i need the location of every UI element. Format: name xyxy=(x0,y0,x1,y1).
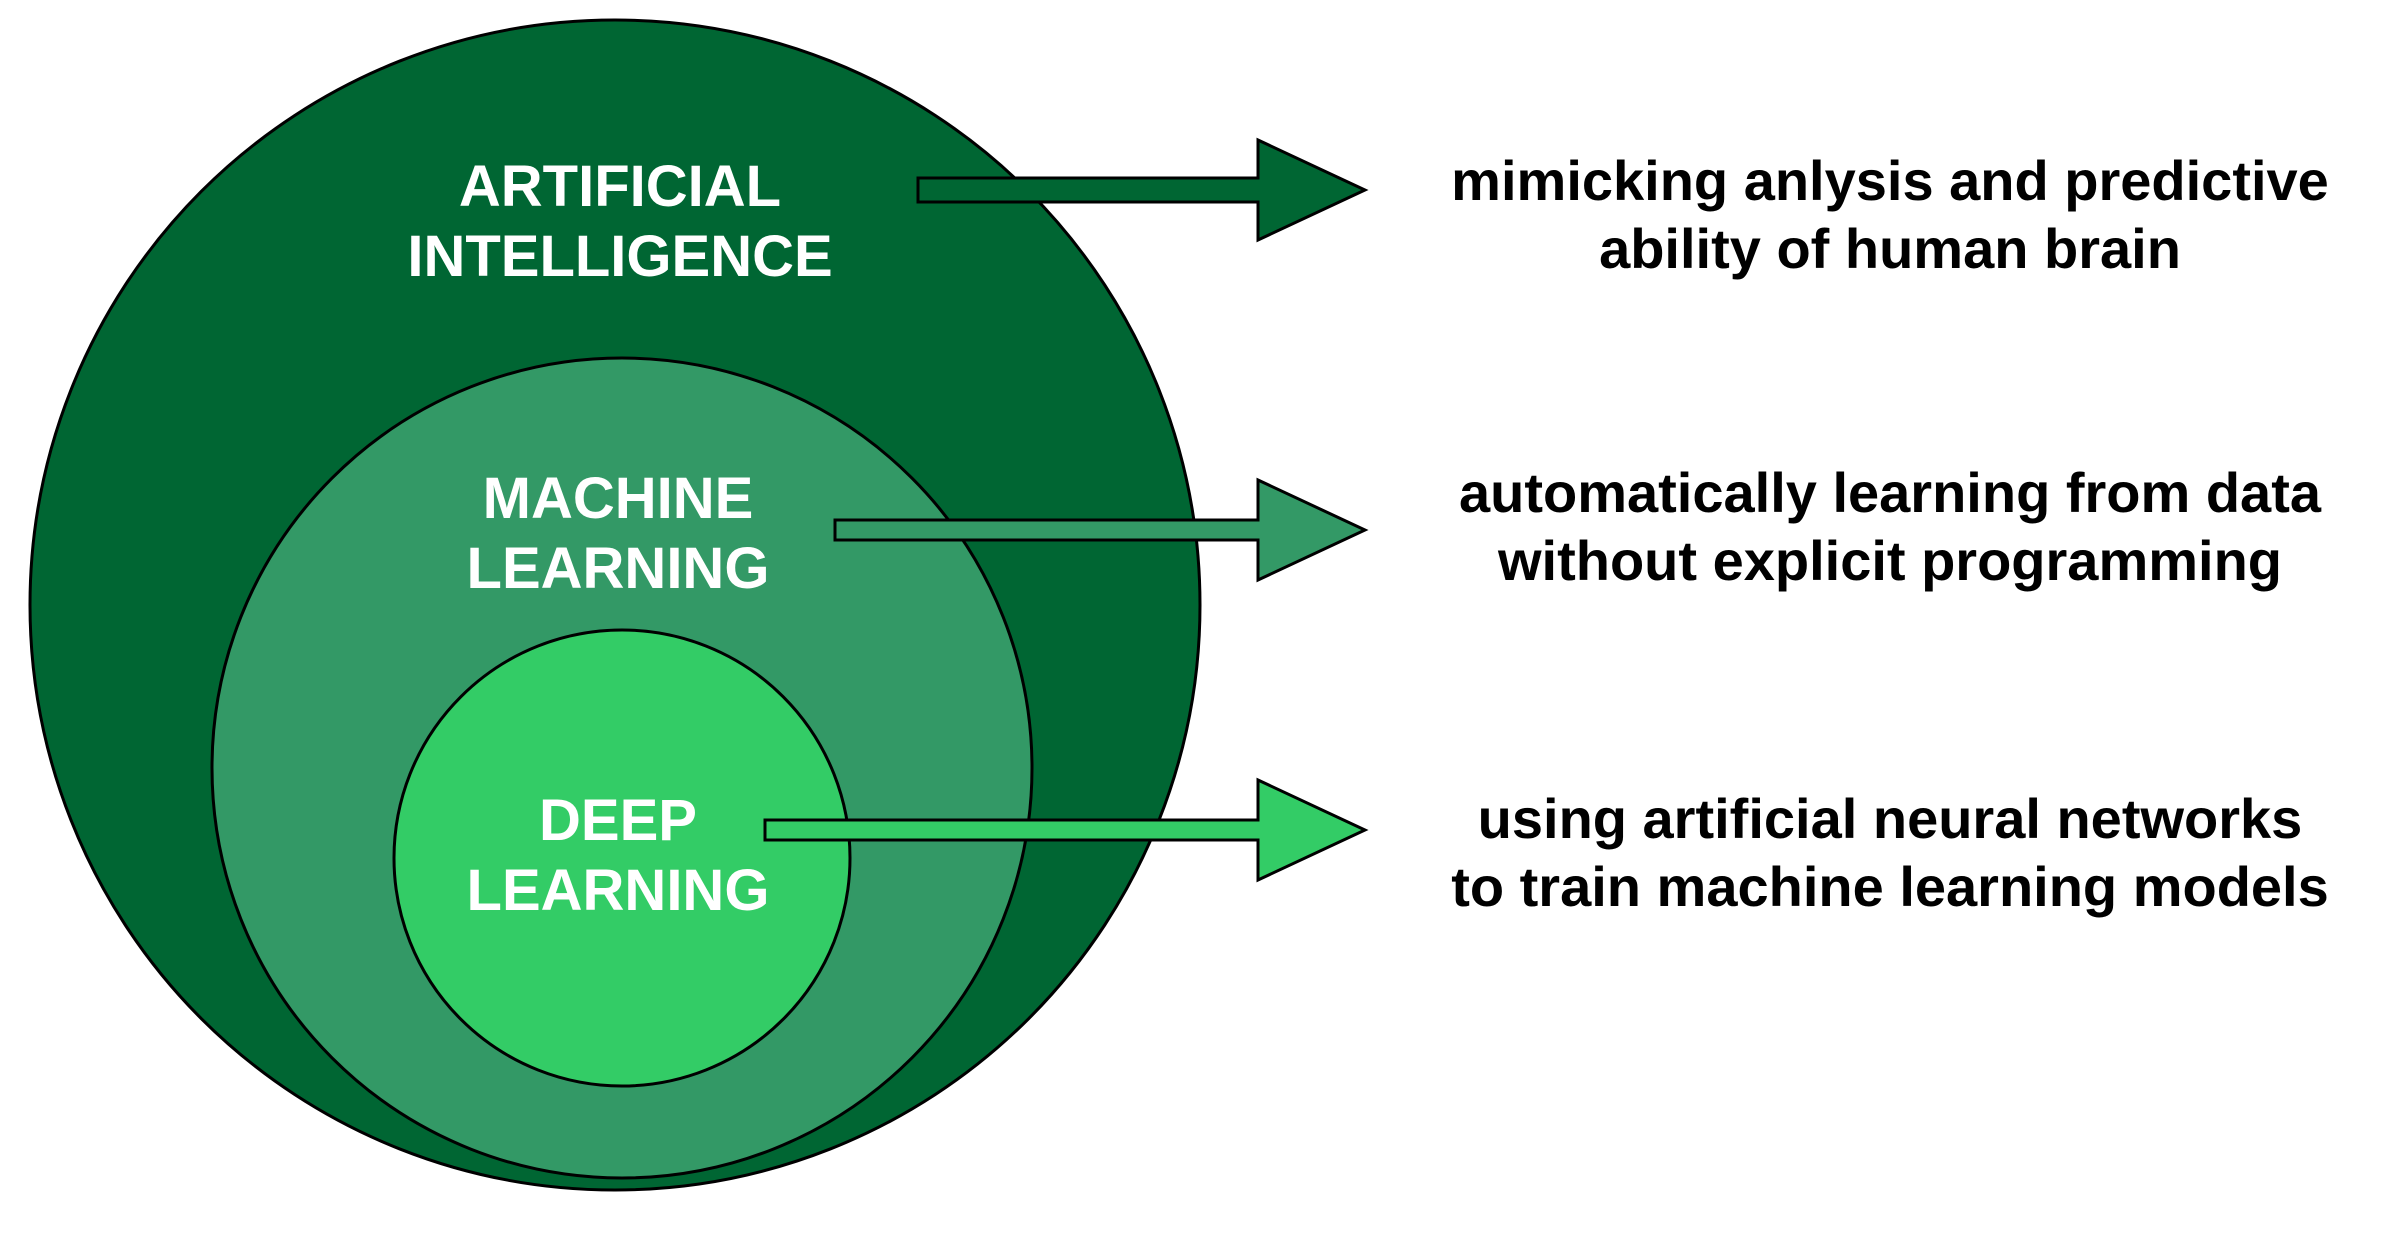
dl-circle xyxy=(392,628,852,1088)
ml-label-line-2: LEARNING xyxy=(467,536,770,601)
ai-label-line-1: ARTIFICIAL xyxy=(459,154,781,219)
ai-description-line-1: mimicking anlysis and predictive xyxy=(1451,149,2329,212)
dl-arrow xyxy=(763,777,1369,883)
ml-label-line-1: MACHINE xyxy=(483,466,754,531)
ai-arrow xyxy=(916,137,1369,243)
ml-arrow xyxy=(833,477,1369,583)
ai-label-line-2: INTELLIGENCE xyxy=(407,224,832,289)
dl-description-line-1: using artificial neural networks xyxy=(1478,787,2303,850)
dl-description-line-2: to train machine learning models xyxy=(1451,855,2329,918)
ml-description-line-1: automatically learning from data xyxy=(1459,461,2322,524)
ml-description-line-2: without explicit programming xyxy=(1497,529,2282,592)
ai-description-line-2: ability of human brain xyxy=(1599,217,2181,280)
dl-label-line-2: LEARNING xyxy=(467,858,770,923)
dl-label-line-1: DEEP xyxy=(539,788,697,853)
